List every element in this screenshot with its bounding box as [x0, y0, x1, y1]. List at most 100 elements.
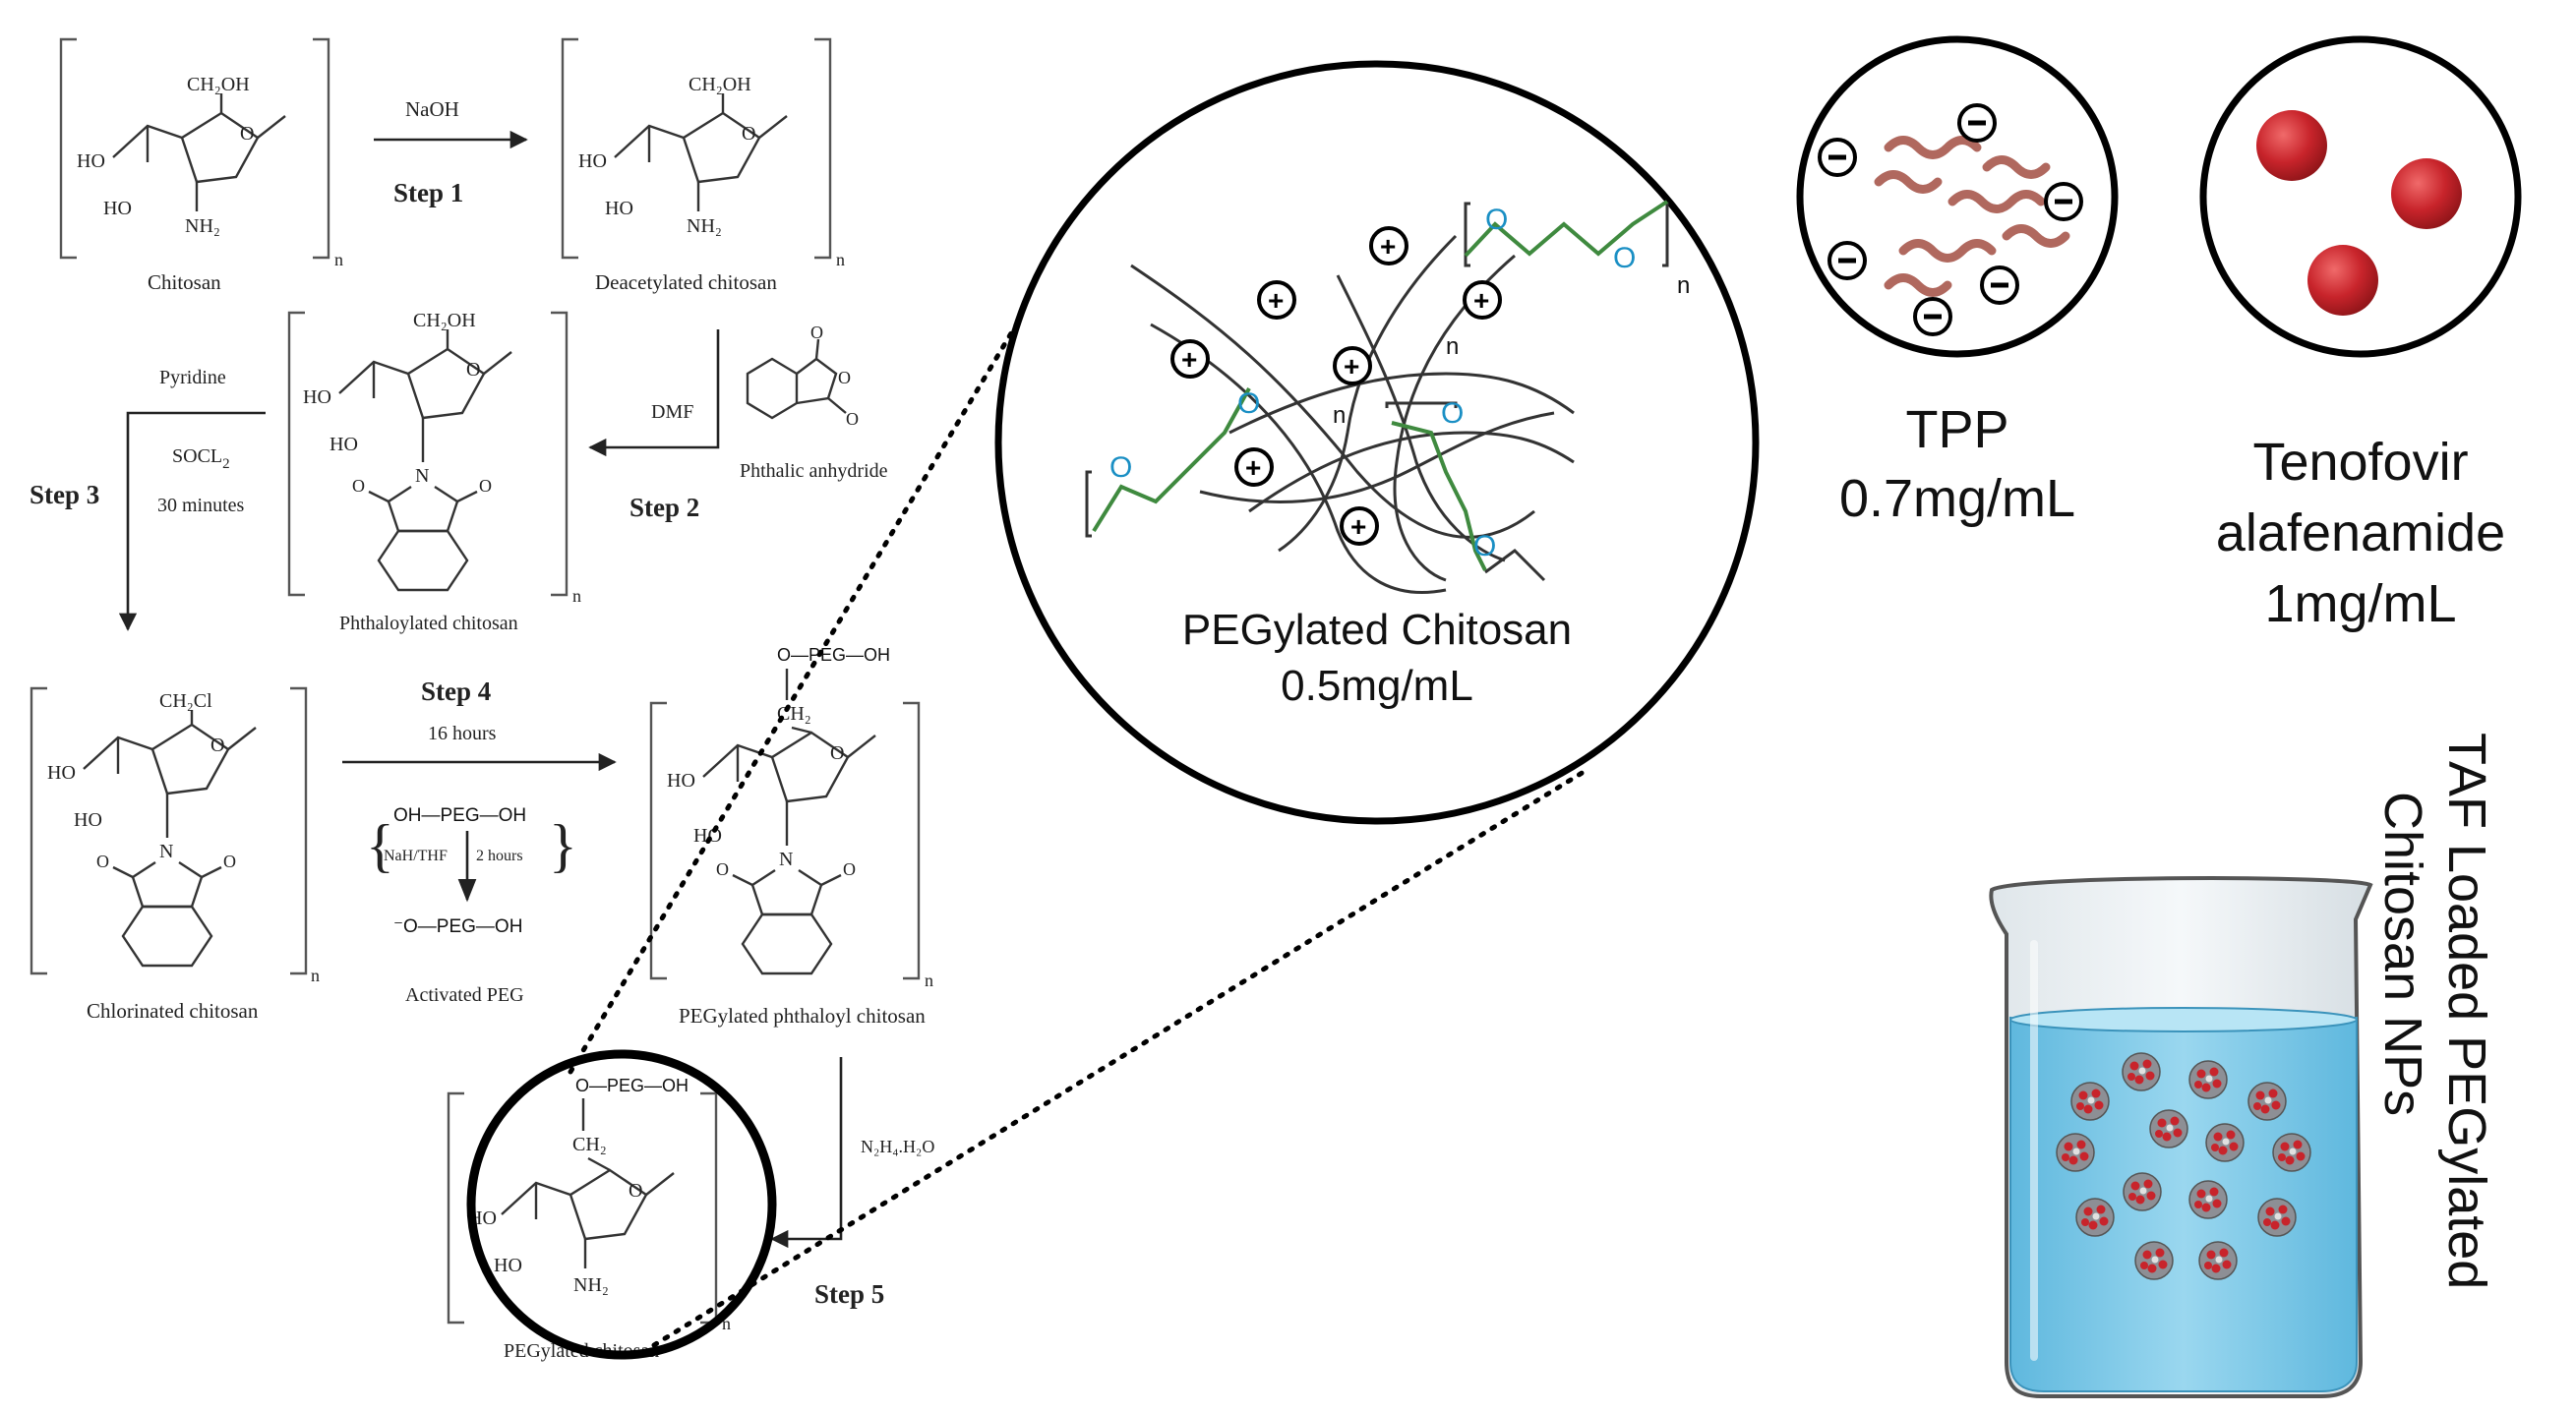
socl-subscript: 2: [222, 456, 230, 472]
ring-oxygen: O: [629, 1180, 642, 1202]
side-reagent-label: Phthalic anhydride: [740, 460, 888, 482]
step3-reagent-socl2: SOCL2: [172, 445, 230, 472]
ho-group: HO: [667, 770, 695, 792]
peg-oxygen: O: [1613, 242, 1636, 274]
ho-group: HO: [605, 198, 633, 219]
peg-alkoxide: ⁻O—PEG—OH: [393, 916, 522, 937]
step1-reagent: NaOH: [405, 97, 459, 121]
peg-oxygen: O: [1237, 387, 1260, 420]
ho-group: HO: [578, 150, 607, 172]
left-brace: {: [366, 813, 394, 878]
ho-group: HO: [329, 434, 358, 455]
ho-group: HO: [103, 198, 132, 219]
nh2-group: NH₂: [185, 215, 220, 237]
compound-label-pegylated-phthaloyl: PEGylated phthaloyl chitosan: [679, 1004, 926, 1028]
socl-text: SOCL: [172, 445, 222, 467]
peg-oxygen: O: [1109, 451, 1132, 484]
svg-text:+: +: [1350, 511, 1366, 542]
compound-label-deacetylated: Deacetylated chitosan: [595, 270, 777, 294]
step2-label: Step 2: [629, 493, 699, 522]
magnifier-circle: [466, 1049, 777, 1360]
deacetylated-chitosan-structure: n CH₂OH O HO HO NH₂ Deacetylated chitosa…: [561, 37, 845, 294]
svg-text:+: +: [1245, 452, 1261, 483]
step4-arrow: Step 4 16 hours { } OH—PEG—OH NaH/THF 2 …: [342, 677, 617, 1006]
subscript-n: n: [572, 586, 581, 606]
svg-text:+: +: [1344, 351, 1359, 382]
nah-thf-condition: NaH/THF: [384, 848, 448, 864]
subscript-n: n: [334, 250, 343, 269]
chlorinated-chitosan-structure: n CH₂Cl O HO HO N O O Chlorinated chitos…: [30, 686, 320, 1023]
ring-oxygen: O: [466, 359, 480, 381]
ho-group: HO: [303, 386, 331, 408]
activated-peg-label: Activated PEG: [405, 984, 524, 1006]
pegylated-chitosan-structure: n O—PEG—OH CH₂ O HO HO NH₂ PEGylated chi…: [447, 1049, 777, 1362]
two-hours-condition: 2 hours: [476, 848, 523, 864]
peg-chain-right: O O n: [1385, 333, 1546, 582]
activated-peg-box: { } OH—PEG—OH NaH/THF 2 hours ⁻O—PEG—OH …: [366, 805, 577, 1006]
svg-text:+: +: [1268, 285, 1284, 316]
imide-nitrogen: N: [779, 849, 793, 870]
peg-diol: OH—PEG—OH: [393, 805, 526, 826]
phthalic-anhydride-structure: O O O Phthalic anhydride: [740, 323, 888, 482]
step3-label: Step 3: [30, 480, 99, 509]
step4-time: 16 hours: [428, 723, 497, 744]
peg-oxygen: O: [1441, 397, 1464, 430]
tpp-concentration: 0.7mg/mL: [1839, 469, 2075, 528]
step5-label: Step 5: [814, 1279, 884, 1309]
ch2oh-group: CH₂OH: [187, 74, 250, 95]
step3-arrow: Pyridine SOCL2 30 minutes Step 3: [30, 367, 266, 631]
carbonyl-oxygen: O: [96, 852, 109, 871]
subscript-n: n: [311, 966, 320, 985]
svg-text:+: +: [1380, 231, 1396, 262]
ch2-group: CH₂: [572, 1134, 607, 1155]
beaker-label-line1: TAF Loaded PEGylated: [2437, 733, 2496, 1289]
compound-label-chitosan: Chitosan: [148, 270, 221, 294]
subscript-n: n: [722, 1314, 731, 1333]
subscript-n: n: [836, 250, 845, 269]
oxygen-atom: O: [838, 368, 851, 387]
peg-subscript-n: n: [1446, 333, 1459, 360]
carbonyl-oxygen: O: [716, 859, 729, 879]
ho-group: HO: [47, 762, 76, 784]
peg-chain-left: O O n: [1085, 387, 1346, 538]
peg-subscript-n: n: [1333, 402, 1346, 429]
step2-arrow: DMF Step 2 O O O Phthalic anhydride: [588, 323, 888, 522]
peg-subscript-n: n: [1677, 272, 1690, 299]
beaker-label-line2: Chitosan NPs: [2373, 792, 2432, 1116]
water: [2009, 1016, 2358, 1392]
compound-label-phthaloylated: Phthaloylated chitosan: [339, 613, 518, 634]
pegylated-phthaloyl-chitosan-structure: n O—PEG—OH CH₂ O HO HO N O O PEGylated p…: [649, 645, 933, 1028]
subscript-n: n: [925, 971, 933, 990]
synthesis-scheme: n CH₂OH O HO HO NH₂ Chitosan NaOH Step 1…: [30, 37, 934, 1362]
ring-oxygen: O: [830, 742, 844, 764]
tpp-chains: [1874, 136, 2070, 297]
zoom-connector: [568, 274, 1587, 1348]
tpp-name: TPP: [1905, 400, 2008, 459]
step1-label: Step 1: [393, 178, 463, 207]
ch2cl-group: CH₂Cl: [159, 690, 212, 712]
ring-oxygen: O: [742, 123, 755, 145]
taf-name-line2: alafenamide: [2216, 503, 2505, 562]
carbonyl-oxygen: O: [479, 476, 492, 496]
taf-concentration: 1mg/mL: [2264, 574, 2456, 633]
ch2oh-group: CH₂OH: [689, 74, 751, 95]
ho-group: HO: [77, 150, 105, 172]
phthaloylated-chitosan-structure: n CH₂OH O HO HO N O O Phthaloylated chit…: [287, 310, 581, 634]
carbonyl-oxygen: O: [223, 852, 236, 871]
pegylated-chitosan-circle: O O n O O n O O n + + + + + + +: [994, 60, 1760, 825]
zoom-circle: [994, 60, 1760, 825]
step5-arrow: N₂H₄.H₂O Step 5: [770, 1057, 934, 1309]
nh2-group: NH₂: [573, 1274, 609, 1296]
o-peg-oh-group: O—PEG—OH: [777, 645, 890, 665]
ring-oxygen: O: [210, 735, 224, 756]
beaker: TAF Loaded PEGylated Chitosan NPs: [1989, 733, 2496, 1398]
step2-reagent: DMF: [651, 401, 693, 423]
svg-text:+: +: [1473, 285, 1489, 316]
peg-oxygen: O: [1485, 204, 1508, 236]
carbonyl-oxygen: O: [352, 476, 365, 496]
peg-chain-top: O O n: [1464, 200, 1690, 299]
svg-text:+: +: [1181, 344, 1197, 375]
peg-chitosan-concentration: 0.5mg/mL: [1281, 662, 1473, 710]
ho-group: HO: [494, 1255, 522, 1276]
tpp-component: TPP 0.7mg/mL: [1796, 35, 2119, 528]
